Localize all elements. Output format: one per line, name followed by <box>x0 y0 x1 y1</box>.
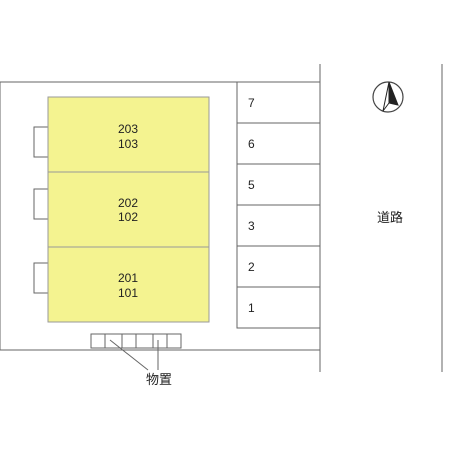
road-label: 道路 <box>377 210 403 226</box>
building-notch <box>33 188 49 220</box>
building-block: 203 103 202 102 201 101 <box>47 96 210 323</box>
storage-units <box>90 333 182 349</box>
storage-box <box>90 333 106 349</box>
building-unit-201-101 <box>47 246 210 323</box>
north-arrow-icon <box>372 81 404 113</box>
building-notches <box>33 126 49 294</box>
storage-box <box>121 333 137 349</box>
parking-slot-label: 1 <box>248 301 255 315</box>
storage-box <box>166 333 182 349</box>
parking-slot-label: 3 <box>248 219 255 233</box>
storage-box <box>135 333 154 349</box>
parking-slot-label: 7 <box>248 96 255 110</box>
storage-leader-line <box>109 339 149 371</box>
unit-label-lower: 101 <box>118 286 138 300</box>
unit-label-upper: 202 <box>118 196 138 210</box>
building-notch <box>33 126 49 158</box>
unit-label-upper: 201 <box>118 271 138 285</box>
parking-slot-label: 2 <box>248 260 255 274</box>
storage-box <box>104 333 123 349</box>
parking-slot-label: 6 <box>248 137 255 151</box>
property-boundary <box>0 81 320 351</box>
storage-box <box>152 333 168 349</box>
storage-label: 物置 <box>146 373 172 388</box>
unit-label-upper: 203 <box>118 122 138 136</box>
unit-label-lower: 102 <box>118 210 138 224</box>
parking-area <box>236 81 320 329</box>
building-unit-203-103 <box>47 96 210 173</box>
unit-label-lower: 103 <box>118 137 138 151</box>
building-notch <box>33 262 49 294</box>
parking-slot-label: 5 <box>248 178 255 192</box>
